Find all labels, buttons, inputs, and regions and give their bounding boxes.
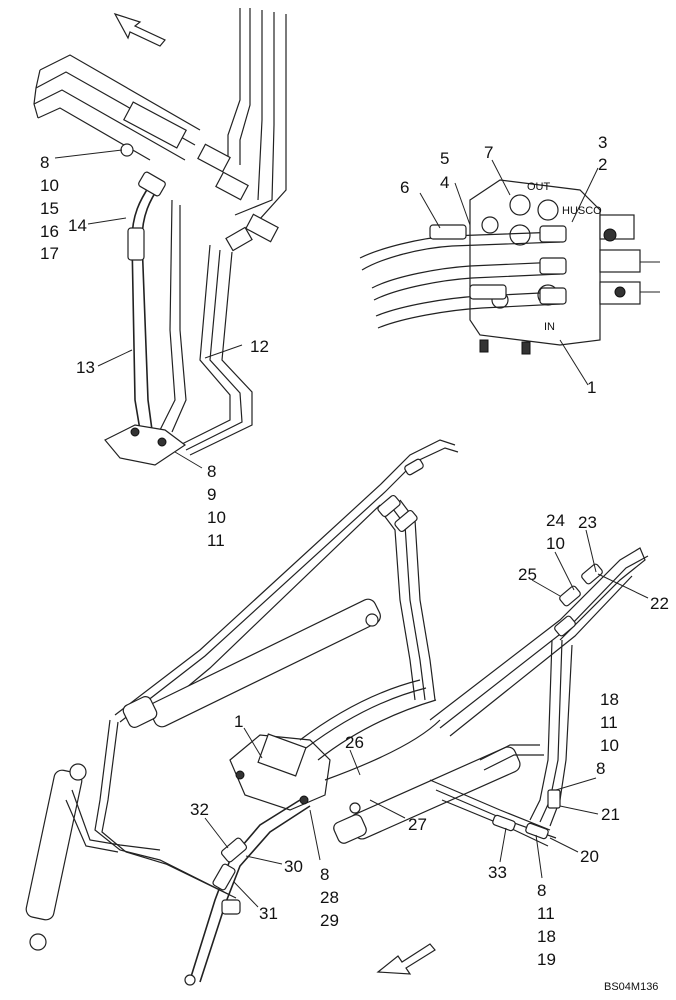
callout-15: 15: [40, 199, 59, 218]
callout-25: 25: [518, 565, 537, 584]
callout-27: 27: [408, 815, 427, 834]
valve-out-label: OUT: [527, 181, 551, 193]
callout-32: 32: [190, 800, 209, 819]
direction-arrow-bottom: [376, 943, 436, 975]
callout-26: 26: [345, 733, 364, 752]
valve-model-label: HUSCO: [562, 205, 602, 217]
callout-5: 5: [440, 149, 449, 168]
callout-10: 10: [207, 508, 226, 527]
callout-33: 33: [488, 863, 507, 882]
drawing-reference: BS04M136: [604, 981, 658, 993]
callout-6: 6: [400, 178, 409, 197]
direction-arrow-top: [113, 12, 166, 47]
callout-3: 3: [598, 133, 607, 152]
callout-10: 10: [40, 176, 59, 195]
loader-arm-tubes-detail: [33, 8, 287, 466]
callout-18: 18: [537, 927, 556, 946]
leaders-top-right: [419, 159, 599, 386]
control-valve-detail: OUT HUSCO IN: [359, 179, 660, 355]
callout-9: 9: [207, 485, 216, 504]
callout-8: 8: [596, 759, 605, 778]
callout-8: 8: [320, 865, 329, 884]
leaders-top-left: [54, 149, 243, 469]
callout-12: 12: [250, 337, 269, 356]
callout-2: 2: [598, 155, 607, 174]
callout-11: 11: [207, 531, 225, 550]
callout-30: 30: [284, 857, 303, 876]
callout-23: 23: [578, 513, 597, 532]
valve-in-label: IN: [544, 321, 555, 333]
callout-31: 31: [259, 904, 278, 923]
callout-10: 10: [600, 736, 619, 755]
callout-11: 11: [600, 713, 618, 732]
callout-13: 13: [76, 358, 95, 377]
callout-labels: 8 10 15 16 17 14 13 12 8 9 10 11 5 4 6 7…: [40, 133, 669, 993]
callout-7: 7: [484, 143, 493, 162]
callout-21: 21: [601, 805, 620, 824]
callout-8: 8: [40, 153, 49, 172]
callout-19: 19: [537, 950, 556, 969]
callout-10: 10: [546, 534, 565, 553]
leaders-bottom: [204, 529, 649, 908]
callout-1: 1: [234, 712, 243, 731]
callout-18: 18: [600, 690, 619, 709]
callout-1: 1: [587, 378, 596, 397]
callout-8: 8: [537, 881, 546, 900]
callout-11: 11: [537, 904, 555, 923]
callout-17: 17: [40, 244, 59, 263]
callout-29: 29: [320, 911, 339, 930]
callout-22: 22: [650, 594, 669, 613]
callout-8: 8: [207, 462, 216, 481]
loader-frame-main-assembly: [25, 439, 649, 986]
callout-14: 14: [68, 216, 87, 235]
callout-20: 20: [580, 847, 599, 866]
callout-24: 24: [546, 511, 565, 530]
callout-16: 16: [40, 222, 59, 241]
callout-4: 4: [440, 173, 449, 192]
callout-28: 28: [320, 888, 339, 907]
